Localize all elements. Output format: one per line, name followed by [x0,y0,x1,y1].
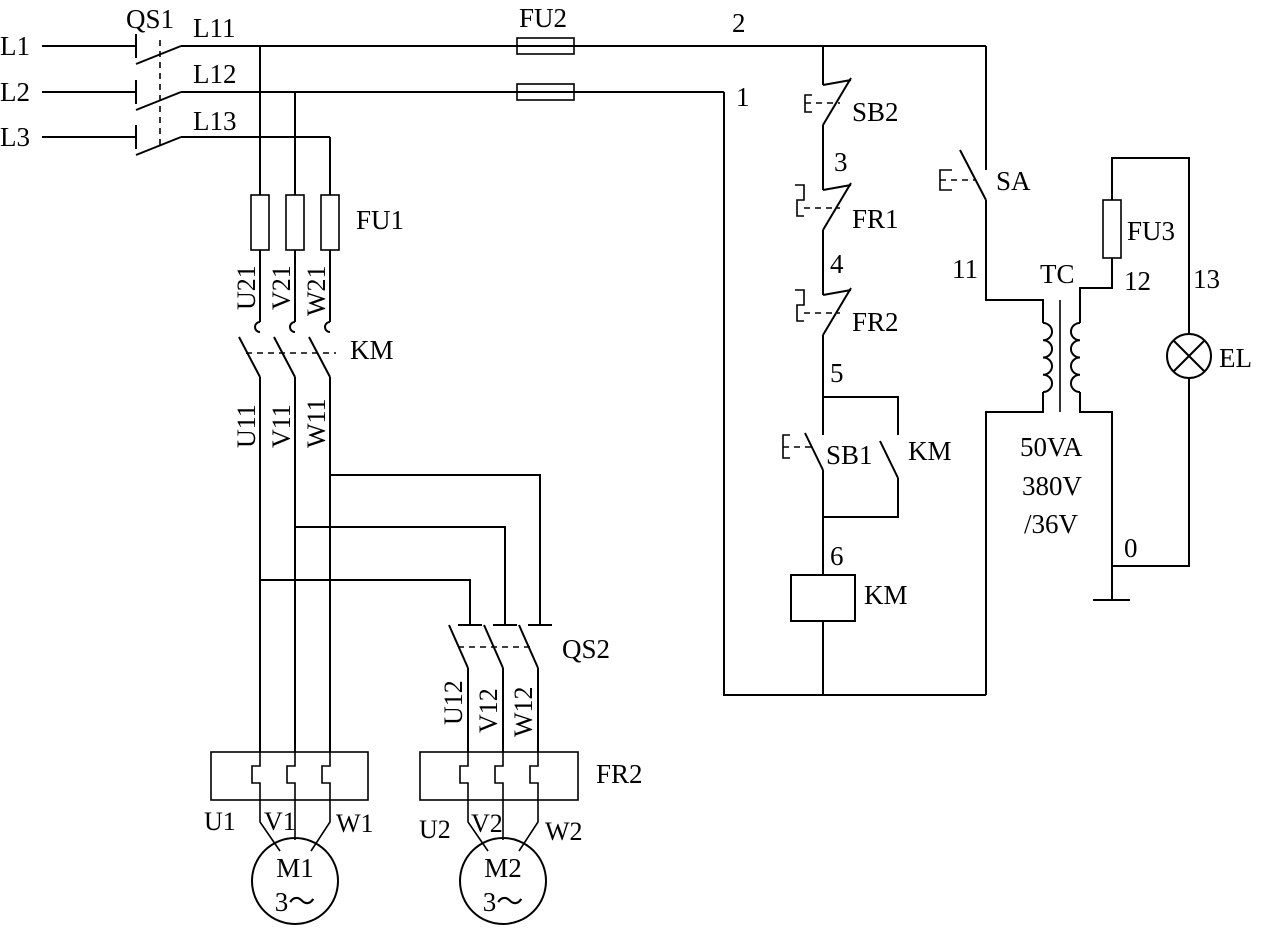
label-l2: L2 [0,77,30,107]
label-w11: W11 [302,398,331,448]
km-main-contacts [238,321,336,752]
label-fu3: FU3 [1127,216,1175,246]
label-node-11: 11 [952,254,978,284]
label-u1: U1 [204,807,236,836]
qs2-switch [448,624,552,752]
qs1-switch [135,34,182,156]
label-el: EL [1219,343,1252,373]
label-l3: L3 [0,122,30,152]
label-w12: W12 [509,686,538,737]
label-sa: SA [996,166,1031,196]
label-v11: V11 [267,404,296,448]
label-fr2-motor: FR2 [596,759,643,789]
label-m2: M2 [484,853,522,883]
label-l13: L13 [193,106,237,136]
label-qs1: QS1 [126,4,174,34]
label-sb2: SB2 [852,97,899,127]
m2-taps [260,474,541,625]
label-l1: L1 [0,31,30,61]
label-l11: L11 [193,13,236,43]
lighting-circuit [939,46,1212,695]
label-m1: M1 [276,853,314,883]
label-fu1: FU1 [356,205,404,235]
label-w21: W21 [302,265,331,316]
labels: L1 L2 L3 QS1 L11 L12 L13 FU2 2 1 FU1 U21… [0,3,1252,917]
label-w1: W1 [336,809,374,838]
label-node-0: 0 [1124,533,1138,563]
label-sb1: SB1 [826,440,873,470]
label-fr2: FR2 [852,307,899,337]
supply-lines [42,45,136,138]
thermal-relay-m1 [210,751,369,801]
label-u11: U11 [232,404,261,448]
label-node-4: 4 [830,249,844,279]
label-w2: W2 [545,817,583,846]
label-v1: V1 [264,807,296,836]
motor-m2 [459,837,547,925]
fu2-fuses [516,37,575,101]
label-node-6: 6 [830,541,844,571]
label-km-aux: KM [908,436,952,466]
label-tc-rating-2: 380V [1022,471,1083,501]
label-km-main: KM [350,335,394,365]
label-tc-rating-3: /36V [1024,509,1079,539]
label-tc: TC [1040,259,1075,289]
label-node-3: 3 [834,147,848,177]
label-node-13: 13 [1193,264,1220,294]
thermal-relay-m2 [419,751,579,801]
label-node-1: 1 [736,82,750,112]
label-qs2: QS2 [562,634,610,664]
label-tc-rating-1: 50VA [1020,432,1083,462]
motor-leads [259,800,539,852]
label-node-5: 5 [830,358,844,388]
motor-m1 [251,837,339,925]
label-u21: U21 [232,265,261,310]
label-u2: U2 [419,815,451,844]
label-u12: U12 [439,680,468,725]
control-circuit [723,46,986,696]
label-v21: V21 [267,265,296,310]
main-circuit-upper [250,46,340,322]
label-node-2: 2 [732,8,746,38]
label-m2-phase: 3～ [483,887,524,917]
label-fu2: FU2 [519,3,567,33]
label-fr1: FR1 [852,204,899,234]
label-node-12: 12 [1124,266,1151,296]
label-v2: V2 [471,809,503,838]
label-v12: V12 [474,688,503,733]
label-m1-phase: 3～ [275,887,316,917]
label-km-coil: KM [864,580,908,610]
bus-lines [181,45,986,138]
label-l12: L12 [193,59,237,89]
